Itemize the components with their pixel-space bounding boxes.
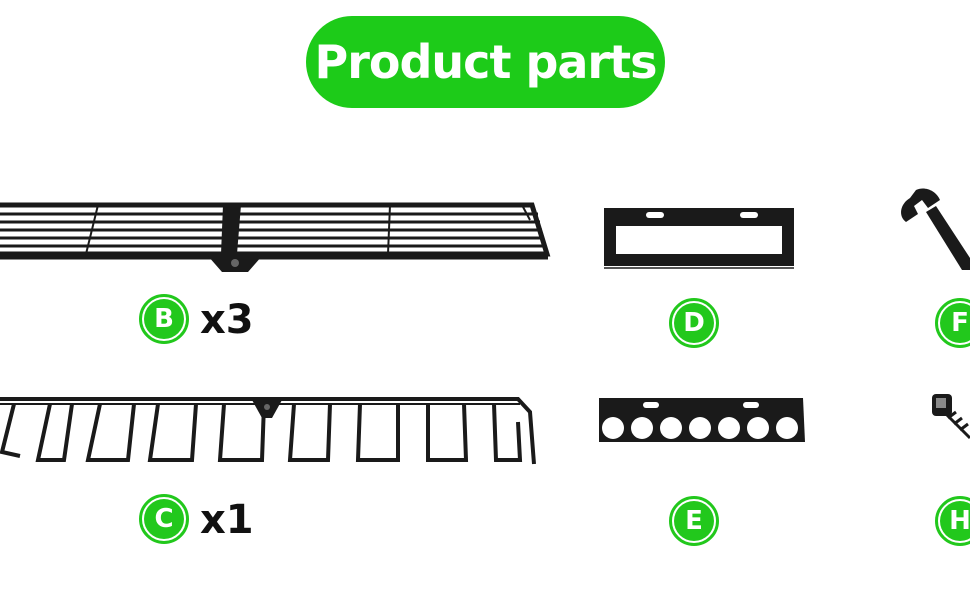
wrench-icon [901,188,970,270]
title-banner: Product parts [306,16,665,108]
rectangular-bracket-icon [604,208,794,269]
part-e-badge: E [669,496,719,546]
part-b-quantity: x3 [200,297,254,343]
part-h-badge: H [935,496,970,546]
wire-shelf-icon [0,202,551,272]
part-b-badge: B [139,294,189,344]
part-b-label: B [154,304,174,334]
part-e-label: E [685,506,703,536]
part-d-badge: D [669,298,719,348]
perforated-bracket-icon [599,398,805,442]
shoe-rack-icon [0,397,536,465]
part-d-label: D [683,308,705,338]
part-f-label: F [951,308,969,338]
part-f-badge: F [935,298,970,348]
page-title: Product parts [314,35,658,89]
screw-anchor-icon [932,394,970,440]
part-c-label: C [154,504,174,534]
part-c-quantity: x1 [200,497,254,543]
part-c-badge: C [139,494,189,544]
part-h-label: H [949,506,970,536]
